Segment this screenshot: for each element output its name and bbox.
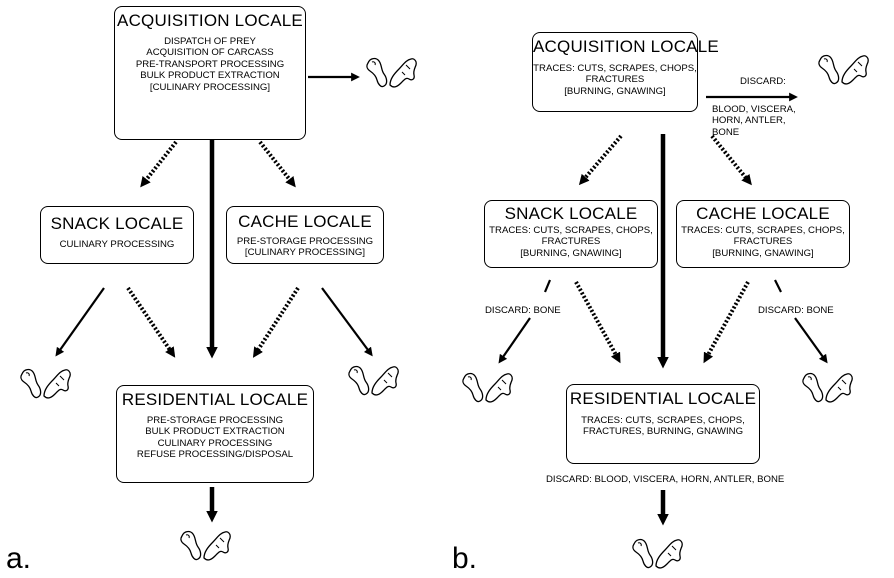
text-line: DISPATCH OF PREY [164,36,256,47]
cache-locale-a-title: CACHE LOCALE [238,212,372,231]
bone-fragments-icon [366,57,417,88]
snack-locale-b-lines: TRACES: CUTS, SCRAPES, CHOPS, FRACTURES … [485,225,657,259]
acquisition-locale-a: ACQUISITION LOCALE DISPATCH OF PREY ACQU… [114,6,306,140]
acquisition-discard-b-label: DISCARD: [740,76,786,87]
text-line: CULINARY PROCESSING [59,239,175,250]
text-line: [BURNING, GNAWING] [564,85,666,97]
residential-locale-b-lines: TRACES: CUTS, SCRAPES, CHOPS, FRACTURES,… [567,415,759,438]
arrow-cache-discard-b [794,317,828,364]
residential-locale-a: RESIDENTIAL LOCALE PRE-STORAGE PROCESSIN… [116,385,314,483]
bone-fragments-icon [632,538,683,569]
cache-locale-a-lines: PRE-STORAGE PROCESSING [CULINARY PROCESS… [227,236,383,259]
residential-locale-b: RESIDENTIAL LOCALE TRACES: CUTS, SCRAPES… [566,384,760,464]
arrow-acq-to-cache-a [258,140,296,188]
text-line: TRACES: CUTS, SCRAPES, CHOPS, [681,225,845,236]
arrow-acq-to-snack-b [578,134,623,186]
bone-fragments-icon [818,54,869,85]
arrow-acq-to-snack-a [140,140,178,188]
acquisition-locale-b: ACQUISITION LOCALE TRACES: CUTS, SCRAPES… [532,32,719,112]
arrow-snack-discard-b-top [543,279,552,293]
text-line: TRACES: CUTS, SCRAPES, CHOPS, [533,63,697,74]
bone-fragments-icon [802,372,853,403]
text-line: FRACTURES [733,236,793,248]
text-line: BULK PRODUCT EXTRACTION [140,70,280,82]
text-line: FRACTURES [541,236,601,248]
text-line: FRACTURES [585,74,645,86]
panel-a-arrows [55,72,373,523]
panel-b-arrows [498,92,828,526]
snack-locale-a: SNACK LOCALE CULINARY PROCESSING [40,206,194,264]
arrow-snack-to-res-b [574,281,621,364]
text-line: ACQUISITION OF CARCASS [146,47,274,59]
cache-locale-a: CACHE LOCALE PRE-STORAGE PROCESSING [CUL… [226,206,384,264]
panel-a-label: a. [6,542,32,575]
snack-locale-b-title: SNACK LOCALE [504,204,638,223]
arrow-acq-to-cache-b [710,134,752,186]
bone-fragments-icon [180,530,231,561]
text-line: REFUSE PROCESSING/DISPOSAL [136,449,294,461]
residential-locale-a-title: RESIDENTIAL LOCALE [121,390,309,409]
bone-fragments-icon [348,365,399,396]
snack-discard-b: DISCARD: BONE [485,305,561,316]
arrow-snack-to-res-a [126,286,176,358]
text-line: TRACES: CUTS, SCRAPES, CHOPS, [581,415,745,426]
snack-locale-a-title: SNACK LOCALE [50,214,184,233]
acquisition-discard-b-list: BLOOD, VISCERA, HORN, ANTLER, BONE [712,104,796,138]
cache-locale-b-title: CACHE LOCALE [696,204,830,223]
text-line: PRE-TRANSPORT PROCESSING [135,58,285,70]
residential-locale-a-lines: PRE-STORAGE PROCESSING BULK PRODUCT EXTR… [117,415,313,461]
bone-fragments-icon [20,368,71,399]
cache-locale-b: CACHE LOCALE TRACES: CUTS, SCRAPES, CHOP… [676,200,850,268]
arrow-cache-to-res-a [252,286,300,358]
text-line: PRE-STORAGE PROCESSING [236,236,374,247]
cache-discard-b: DISCARD: BONE [758,305,834,316]
text-line: BONE [712,126,740,138]
text-line: BULK PRODUCT EXTRACTION [145,426,285,438]
snack-locale-a-lines: CULINARY PROCESSING [41,239,193,250]
text-line: TRACES: CUTS, SCRAPES, CHOPS, [489,225,653,236]
acquisition-locale-a-lines: DISPATCH OF PREY ACQUISITION OF CARCASS … [115,36,305,93]
residential-locale-b-title: RESIDENTIAL LOCALE [569,389,757,408]
text-line: FRACTURES, BURNING, GNAWING [582,426,744,438]
text-line: [CULINARY PROCESSING] [244,247,366,259]
text-line: HORN, ANTLER, [712,115,786,127]
text-line: [BURNING, GNAWING] [712,247,814,259]
acquisition-locale-b-lines: TRACES: CUTS, SCRAPES, CHOPS, FRACTURES … [533,63,697,97]
text-line: [CULINARY PROCESSING] [149,81,271,93]
text-line: BLOOD, VISCERA, [712,104,796,115]
acquisition-locale-a-title: ACQUISITION LOCALE [117,11,303,30]
text-line: CULINARY PROCESSING [157,437,273,449]
arrow-cache-to-res-b [703,281,750,364]
arrow-snack-discard-a [55,287,105,357]
arrow-snack-discard-b [498,317,531,364]
acquisition-locale-b-title: ACQUISITION LOCALE [533,37,719,56]
cache-locale-b-lines: TRACES: CUTS, SCRAPES, CHOPS, FRACTURES … [677,225,849,259]
arrow-cache-discard-b-top [774,279,782,293]
text-line: [BURNING, GNAWING] [520,247,622,259]
arrow-cache-discard-a [321,287,373,357]
panel-b-label: b. [452,542,478,575]
snack-locale-b: SNACK LOCALE TRACES: CUTS, SCRAPES, CHOP… [484,200,658,268]
residential-discard-b: DISCARD: BLOOD, VISCERA, HORN, ANTLER, B… [546,474,785,485]
text-line: PRE-STORAGE PROCESSING [146,415,284,426]
bone-fragments-icon [462,372,513,403]
